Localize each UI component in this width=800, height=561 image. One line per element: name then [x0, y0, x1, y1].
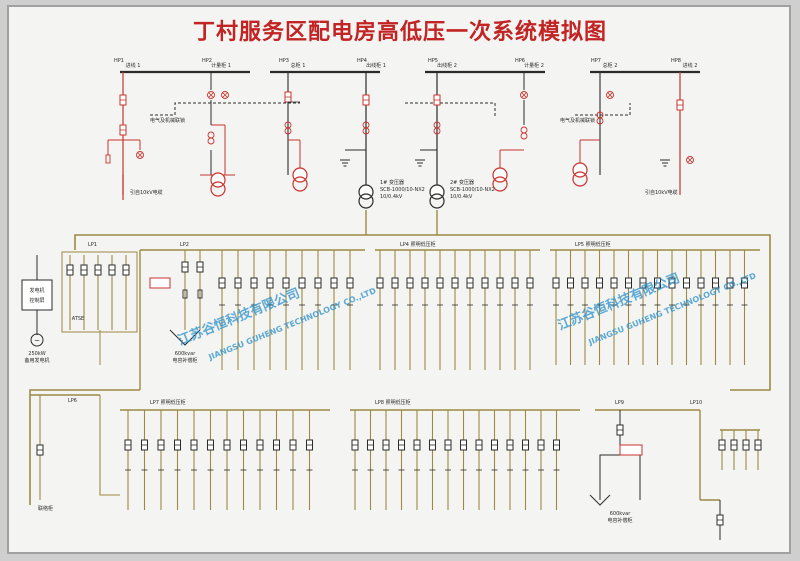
- lp6-out: [99, 395, 120, 496]
- lp4-label: LP4 照明低压柜: [400, 241, 436, 248]
- current-transformer-symbol: [520, 132, 528, 140]
- hv-panel-name: 进线 2: [683, 62, 698, 69]
- lamp-cross: [521, 92, 527, 98]
- hp8-incoming-label: 引自10kV电缆: [645, 189, 678, 196]
- lp5-label: LP5 照明低压柜: [575, 241, 611, 248]
- current-transformer-symbol: [207, 137, 215, 145]
- cap-symbol: [169, 329, 201, 346]
- lp2-label: LP2: [180, 242, 189, 248]
- current-transformer-symbol: [433, 127, 441, 135]
- lower-left-rail: [29, 389, 140, 505]
- interlock-label-2: 电气及机械联锁: [560, 117, 595, 124]
- indicator-lamp-symbol: [136, 151, 144, 159]
- atse-label: ATSE: [72, 316, 84, 322]
- hp7-pt-symbol: [572, 171, 588, 187]
- diagram-title: 丁村服务区配电房高低压一次系统模拟图: [192, 20, 607, 45]
- cap-name-2: 电容补偿柜: [607, 517, 632, 524]
- hv-panel-id: HP7: [591, 58, 601, 64]
- cap-symbol-2: [589, 494, 611, 506]
- lp9-label: LP9: [615, 400, 624, 406]
- hp6-pt-symbol: [492, 176, 508, 192]
- generator-control-box: [21, 279, 53, 311]
- hv-panel-id: HP5: [428, 58, 438, 64]
- hp2-pt-symbol: [210, 172, 226, 188]
- hp2-pt-symbol: [210, 181, 226, 197]
- indicator-lamp-symbol: [207, 91, 215, 99]
- current-transformer-symbol: [596, 117, 604, 125]
- lamp-cross: [607, 92, 613, 98]
- transformer-2: [429, 193, 445, 209]
- generator-rating: 250kW: [28, 351, 45, 357]
- hp3-pt-symbol: [292, 176, 308, 192]
- transformer-1: [358, 184, 374, 200]
- current-transformer-symbol: [284, 127, 292, 135]
- hv-panel-name: 总柜 1: [291, 62, 306, 69]
- hv-interlock-1: [150, 102, 300, 116]
- fuse-symbol: [197, 289, 203, 299]
- hv-panel-name: 进线 1: [126, 62, 141, 69]
- hv-panel-id: HP1: [114, 58, 124, 64]
- t2-model: SCB-1000/10-NX2: [450, 187, 495, 193]
- hp1-incoming-label: 引自10kV电缆: [130, 189, 163, 196]
- lamp-cross: [687, 157, 693, 163]
- hp6-pt-symbol: [492, 167, 508, 183]
- transformer-1: [358, 193, 374, 209]
- lamp-cross: [222, 92, 228, 98]
- lamp-cross: [208, 92, 214, 98]
- hv-panel-name: 总柜 2: [603, 62, 618, 69]
- t2-ratio: 10/0.4kV: [450, 194, 473, 200]
- t1-name: 1# 变压器: [380, 179, 404, 186]
- indicator-lamp-symbol: [520, 91, 528, 99]
- t2-name: 2# 变压器: [450, 179, 474, 186]
- generator-label: 备用发电机: [24, 357, 49, 364]
- cap-rating: 600kvar: [175, 351, 196, 357]
- current-transformer-symbol: [362, 127, 370, 135]
- hv-panel-name: 计量柜 2: [524, 62, 544, 69]
- hp7-pt-symbol: [572, 162, 588, 178]
- hv-panel-id: HP2: [202, 58, 212, 64]
- lp6-tie: 联络柜: [38, 505, 53, 512]
- lamp-cross: [137, 152, 143, 158]
- fuse-symbol: [105, 154, 111, 164]
- transformer-2: [429, 184, 445, 200]
- cap-name: 电容补偿柜: [172, 357, 197, 364]
- lp7-label: LP7 照明低压柜: [150, 399, 186, 406]
- gen-ctrl-text: 控制屏: [29, 297, 44, 304]
- generator-symbol: [30, 333, 44, 347]
- lv-main-rail: [74, 234, 771, 391]
- indicator-lamp-symbol: [686, 156, 694, 164]
- cap-rating-2: 600kvar: [610, 511, 631, 517]
- indicator-lamp-symbol: [221, 91, 229, 99]
- hv-panel-name: 出线柜 1: [366, 62, 386, 69]
- indicator-lamp-symbol: [606, 91, 614, 99]
- hv-panel-name: 出线柜 2: [437, 62, 457, 69]
- diagram-lines: [21, 70, 771, 540]
- hv-panel-id: HP8: [671, 58, 681, 64]
- lp8-label: LP8 照明低压柜: [375, 399, 411, 406]
- lp6-label: LP6: [68, 398, 77, 404]
- lp9-tag: [619, 444, 643, 456]
- hv-panel-id: HP6: [515, 58, 525, 64]
- fuse-symbol: [182, 289, 188, 299]
- hv-interlock-3: [575, 103, 631, 116]
- hv-panel-id: HP4: [357, 58, 367, 64]
- lp10-label: LP10: [690, 400, 702, 406]
- t1-ratio: 10/0.4kV: [380, 194, 403, 200]
- hp3-pt-symbol: [292, 167, 308, 183]
- lp1-label: LP1: [88, 242, 97, 248]
- hv-panel-name: 计量柜 1: [211, 62, 231, 69]
- generator-tilde: ~: [34, 337, 40, 345]
- hv-panel-id: HP3: [279, 58, 289, 64]
- gen-ctrl-text: 发电机: [29, 287, 44, 294]
- t1-model: SCB-1000/10-NX2: [380, 187, 425, 193]
- lp2-tag: [149, 277, 171, 289]
- interlock-label: 电气及机械联锁: [150, 117, 185, 124]
